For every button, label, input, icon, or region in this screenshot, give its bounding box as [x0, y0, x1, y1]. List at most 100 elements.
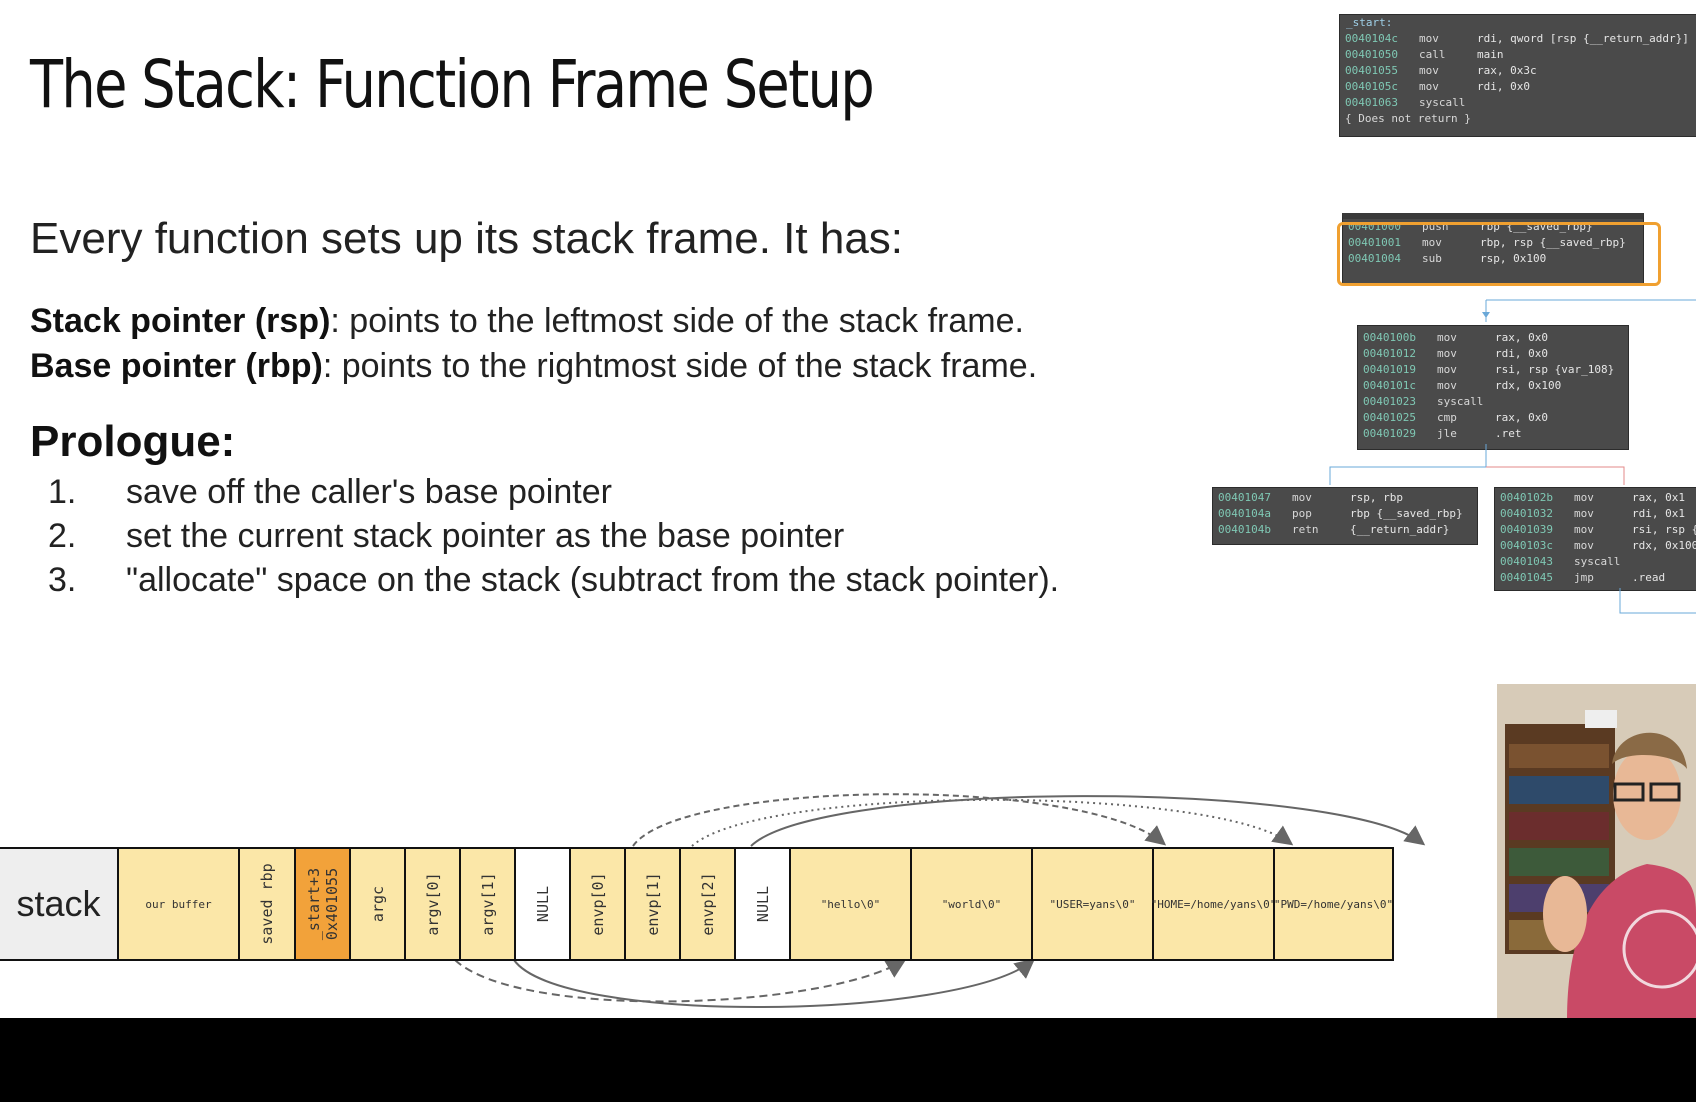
asm-mnemonic: retn — [1292, 523, 1319, 536]
asm-operands: rdi, qword [rsp {__return_addr}] — [1477, 32, 1689, 45]
stack-cell-label: envp[1] — [643, 872, 662, 936]
stack-cell: NULL — [514, 849, 569, 959]
asm-operands: rbp, rsp {__saved_rbp} — [1480, 236, 1626, 249]
asm-mnemonic: sub — [1422, 252, 1442, 265]
asm-address: 00401045 — [1500, 571, 1553, 584]
asm-lines: 0040104c mov rdi, qword [rsp {__return_add… — [1340, 31, 1696, 111]
stack-cell: envp[0] — [569, 849, 624, 959]
definition-text: : points to the leftmost side of the sta… — [330, 302, 1024, 340]
asm-operands: rax, 0x0 — [1495, 331, 1548, 344]
asm-operands: rsp, rbp — [1350, 491, 1403, 504]
asm-line: 00401001 mov rbp, rsp {__saved_rbp} — [1343, 235, 1643, 251]
highlight-box — [1337, 222, 1661, 286]
stack-cell-label: envp[2] — [698, 872, 717, 936]
asm-operands: rsp, 0x100 — [1480, 252, 1547, 265]
stack-label: stack — [0, 849, 117, 959]
stack-cell: "world\0" — [910, 849, 1031, 959]
stack-cell-label: NULL — [533, 885, 552, 923]
letterbox-bar — [0, 1018, 1696, 1102]
definition-rsp: Stack pointer (rsp): points to the leftm… — [30, 302, 1024, 341]
control-flow-edges — [1329, 299, 1696, 614]
stack-cell: NULL — [734, 849, 789, 959]
asm-operands: rsi, rsp {v — [1632, 523, 1696, 536]
stack-diagram: stack our buffer saved rbp _start+3 0x4010… — [0, 847, 1394, 961]
asm-address: 00401019 — [1363, 363, 1416, 376]
asm-operands: rdx, 0x100 — [1632, 539, 1696, 552]
step-text: save off the caller's base pointer — [126, 473, 612, 511]
asm-mnemonic: mov — [1422, 236, 1442, 249]
stack-cell: argc — [349, 849, 404, 959]
asm-address: 0040105c — [1345, 80, 1398, 93]
asm-address: 0040101c — [1363, 379, 1416, 392]
asm-mnemonic: mov — [1419, 32, 1439, 45]
asm-mnemonic: syscall — [1437, 395, 1484, 408]
stack-cell: envp[1] — [624, 849, 679, 959]
stack-cell-label: argv[1] — [478, 872, 497, 936]
asm-footer: { Does not return } — [1345, 112, 1471, 125]
asm-mnemonic: mov — [1437, 363, 1457, 376]
stack-cell-label: saved rbp — [258, 863, 276, 945]
asm-line: 00401019 mov rsi, rsp {var_108} — [1358, 362, 1628, 378]
asm-block-start: _start: 0040104c mov rdi, qword [rsp {__re… — [1339, 14, 1696, 137]
asm-address: 0040104a — [1218, 507, 1271, 520]
asm-mnemonic: mov — [1419, 64, 1439, 77]
asm-address: 00401025 — [1363, 411, 1416, 424]
asm-operands: rax, 0x3c — [1477, 64, 1537, 77]
stack-cell: argv[0] — [404, 849, 459, 959]
asm-block-label: _start: — [1346, 16, 1393, 29]
stack-cell-label: "hello\0" — [820, 897, 881, 911]
asm-mnemonic: syscall — [1419, 96, 1466, 109]
asm-mnemonic: mov — [1437, 347, 1457, 360]
stack-cell-label: "PWD=/home/yans\0" — [1273, 897, 1394, 911]
asm-address: 00401029 — [1363, 427, 1416, 440]
stack-cell: argv[1] — [459, 849, 514, 959]
step-number: 1. — [48, 473, 77, 511]
asm-mnemonic: call — [1419, 48, 1446, 61]
asm-address: 0040102b — [1500, 491, 1553, 504]
asm-address: 00401032 — [1500, 507, 1553, 520]
asm-address: 00401001 — [1348, 236, 1401, 249]
asm-address: 0040104c — [1345, 32, 1398, 45]
stack-cell: "hello\0" — [789, 849, 910, 959]
asm-operands: rax, 0x1 — [1632, 491, 1685, 504]
asm-operands: rsi, rsp {var_108} — [1495, 363, 1615, 376]
asm-operands: rbp {__saved_rbp} — [1350, 507, 1463, 520]
stack-cell: "HOME=/home/yans\0" — [1151, 849, 1276, 959]
asm-operands: {__return_addr} — [1350, 523, 1450, 536]
asm-mnemonic: mov — [1437, 331, 1457, 344]
asm-operands: rdi, 0x0 — [1495, 347, 1548, 360]
step-text: set the current stack pointer as the bas… — [126, 517, 845, 555]
asm-address: 0040104b — [1218, 523, 1271, 536]
stack-cell-label: "USER=yans\0" — [1049, 897, 1136, 911]
asm-mnemonic: jle — [1437, 427, 1457, 440]
stack-cell-label: our buffer — [145, 897, 212, 911]
stack-cell-label: argv[0] — [423, 872, 442, 936]
asm-operands: main — [1477, 48, 1504, 61]
stack-cell: _start+3 0x401055 — [294, 849, 349, 959]
asm-mnemonic: pop — [1292, 507, 1312, 520]
definition-term: Base pointer (rbp) — [30, 347, 323, 385]
asm-line: 0040104a pop rbp {__saved_rbp} — [1213, 506, 1477, 522]
asm-operands: .read — [1632, 571, 1666, 584]
stack-cell-label: "world\0" — [941, 897, 1002, 911]
asm-operands: rax, 0x0 — [1495, 411, 1548, 424]
asm-address: 0040103c — [1500, 539, 1553, 552]
definition-text: : points to the rightmost side of the st… — [322, 347, 1038, 385]
